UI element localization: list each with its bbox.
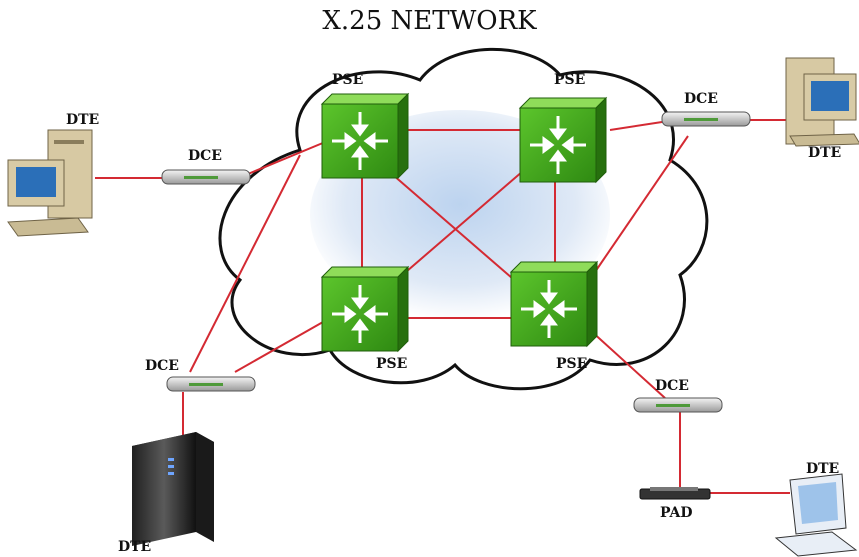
pse-label-bottom-right: PSE	[556, 356, 588, 372]
link-pse-tl-br	[384, 167, 521, 286]
terminal-icon	[774, 473, 858, 557]
pse-switch-icon	[509, 260, 599, 348]
link-pse-bl-dce-bl	[234, 317, 331, 373]
pse-label-bottom-left: PSE	[376, 356, 408, 372]
dce-label-bottom-right: DCE	[655, 378, 689, 394]
dce-modem-icon	[166, 376, 256, 392]
dce-modem-icon	[661, 111, 751, 127]
pse-switch-icon	[518, 96, 608, 184]
pad-label: PAD	[660, 505, 693, 521]
network-links	[95, 119, 792, 494]
dte-label-terminal: DTE	[806, 461, 840, 477]
desktop-computer-icon	[785, 57, 859, 147]
dte-label-right: DTE	[808, 145, 842, 161]
dce-label-bottom-left: DCE	[145, 358, 179, 374]
dce-label-right: DCE	[684, 91, 718, 107]
dce-label-left: DCE	[188, 148, 222, 164]
dce-modem-icon	[161, 169, 251, 185]
pse-switch-icon	[320, 92, 410, 180]
link-pse-dce-right	[609, 121, 663, 131]
dce-modem-icon	[633, 397, 723, 413]
link-dce-right-pse-br	[594, 135, 689, 273]
pse-switch-icon	[320, 265, 410, 353]
pse-label-top-right: PSE	[554, 72, 586, 88]
pad-device-icon	[639, 487, 711, 500]
link-pse-tl-dce-bl	[189, 154, 301, 373]
dte-label-server: DTE	[118, 539, 152, 555]
diagram-title: X.25 NETWORK	[322, 6, 537, 36]
cloud-icon	[218, 47, 709, 391]
link-dce-left-pse	[247, 139, 331, 175]
link-pse-tr-bl	[384, 164, 531, 291]
server-icon	[132, 432, 214, 546]
link-pse-br-dce-br	[589, 329, 666, 399]
dte-label-left: DTE	[66, 112, 100, 128]
desktop-computer-icon	[7, 129, 93, 237]
pse-label-top-left: PSE	[332, 72, 364, 88]
